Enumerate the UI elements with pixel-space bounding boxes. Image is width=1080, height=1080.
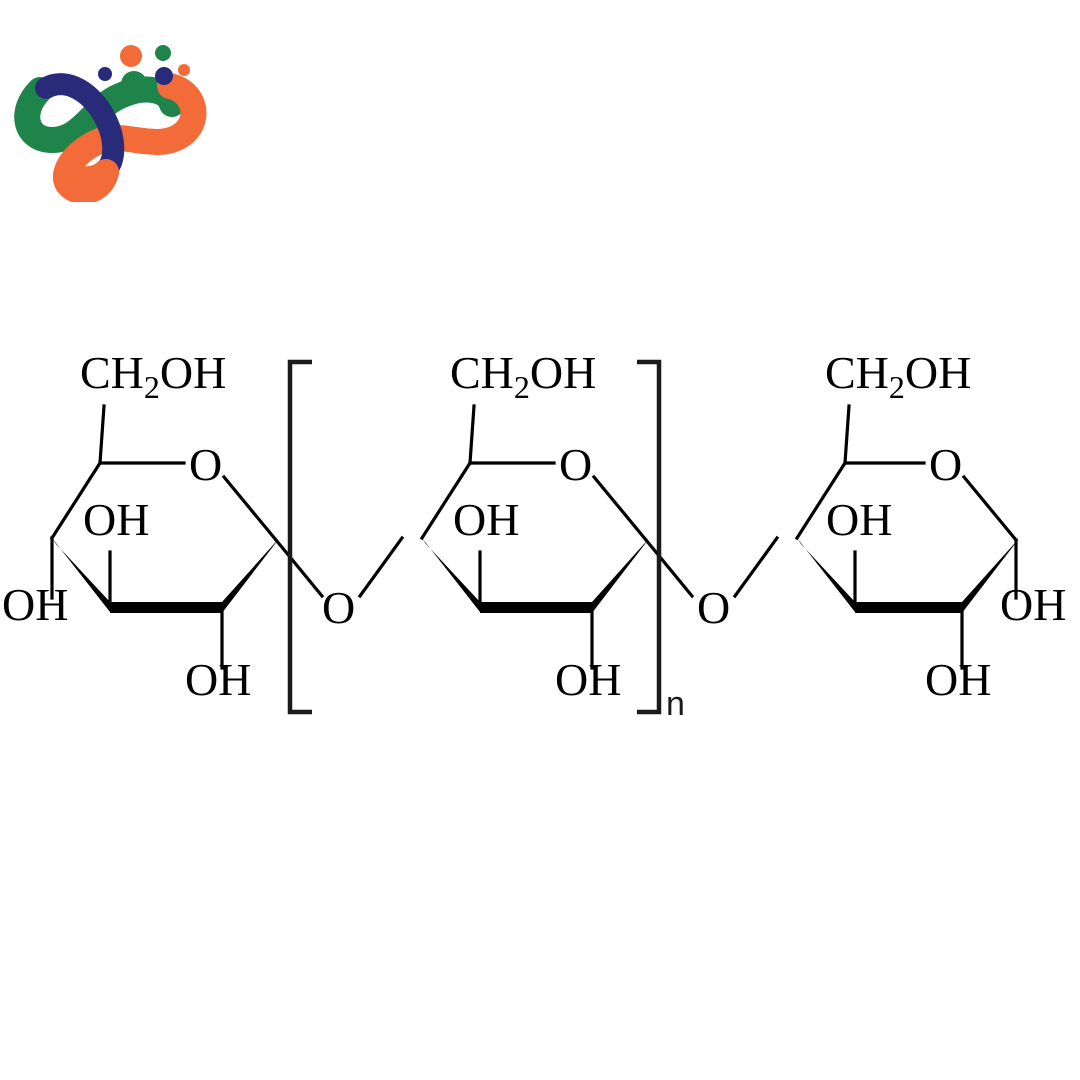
- ring1-wedge-c4-c3: [52, 538, 110, 612]
- ring1-bond-c5-c6: [98, 404, 106, 465]
- glucose-ring-1: CH2OH O OH OH OH: [2, 347, 325, 705]
- ring2-bond-c5-c4: [419, 460, 473, 541]
- glucose-ring-2: CH2OH O OH OH: [419, 347, 695, 705]
- ring3-ch2oh-label: CH2OH: [825, 347, 971, 405]
- ring2-wedge-c2-c1: [592, 540, 648, 613]
- ring1-ring-oxygen-label: O: [189, 439, 222, 490]
- ring1-hydroxyl-c2-label: OH: [185, 654, 251, 705]
- ring2-hydroxyl-c3-label: OH: [453, 494, 519, 545]
- ring3-bond-c5-c4: [794, 460, 848, 541]
- logo-green-ribbon: [14, 76, 185, 154]
- ring2-bond-c5-c6: [468, 404, 476, 465]
- ring2-wedge-c3-c2: [480, 602, 592, 613]
- logo-dot-orange-large: [120, 45, 142, 67]
- repeat-bracket-right: [637, 359, 662, 715]
- logo: [10, 12, 210, 202]
- ring1-bond-o5-c1: [221, 474, 279, 543]
- ring3-wedge-c3-c2: [855, 602, 962, 613]
- ring1-wedge-c3-c2: [110, 602, 222, 613]
- logo-dot-navy-medium: [155, 67, 173, 85]
- glycosidic-linkage-2: O: [697, 535, 780, 633]
- glucose-ring-3: CH2OH O OH OH OH: [794, 347, 1066, 705]
- ring1-wedge-c2-c1: [222, 540, 278, 613]
- ring1-bond-c1-glycosidic-o: [273, 537, 325, 599]
- repeat-bracket-left: [287, 359, 312, 715]
- glycosidic-linkage-1: O: [322, 535, 405, 633]
- glycosidic-oxygen-2-label: O: [697, 582, 730, 633]
- ring2-bond-o5-c1: [591, 474, 649, 543]
- ring3-hydroxyl-c2-label: OH: [925, 654, 991, 705]
- ring1-ch2oh-label: CH2OH: [80, 347, 226, 405]
- logo-navy-ribbon: [35, 73, 125, 181]
- ring2-hydroxyl-c2-label: OH: [555, 654, 621, 705]
- logo-dot-green-large: [121, 71, 147, 97]
- ring3-hydroxyl-c1-label: OH: [1000, 579, 1066, 630]
- ring3-wedge-c4-c3: [797, 538, 855, 612]
- glycosidic2-bond-o-c4next: [732, 535, 780, 599]
- glycosidic1-bond-o-c4next: [357, 535, 405, 599]
- ring3-ring-oxygen-label: O: [929, 439, 962, 490]
- logo-dot-green-small: [155, 45, 171, 61]
- chemical-structure: CH2OH O OH OH OH O: [0, 330, 1080, 760]
- logo-svg: [14, 45, 207, 202]
- ring2-ch2oh-label: CH2OH: [450, 347, 596, 405]
- ring2-wedge-c4-c3: [422, 538, 480, 612]
- ring2-ring-oxygen-label: O: [559, 439, 592, 490]
- ring3-bond-o5-c1: [961, 474, 1019, 543]
- repeat-unit-bracket: n: [287, 359, 685, 723]
- ring1-hydroxyl-c3-label: OH: [83, 494, 149, 545]
- logo-dot-green-tiny: [108, 96, 116, 104]
- ring1-bond-c5-c4: [49, 460, 103, 541]
- ring3-bond-c5-c6: [843, 404, 851, 465]
- ring3-hydroxyl-c3-label: OH: [826, 494, 892, 545]
- glycosidic-oxygen-1-label: O: [322, 582, 355, 633]
- ring1-hydroxyl-c4-label: OH: [2, 579, 68, 630]
- logo-orange-loop: [55, 157, 119, 193]
- ring3-wedge-c2-c1: [962, 540, 1018, 613]
- logo-dot-navy-small: [98, 67, 112, 81]
- ring2-bond-c1-glycosidic-o: [643, 537, 695, 599]
- logo-dot-orange-small: [178, 64, 190, 76]
- repeat-subscript-n: n: [666, 685, 685, 723]
- chemical-structure-svg: CH2OH O OH OH OH O: [2, 347, 1066, 723]
